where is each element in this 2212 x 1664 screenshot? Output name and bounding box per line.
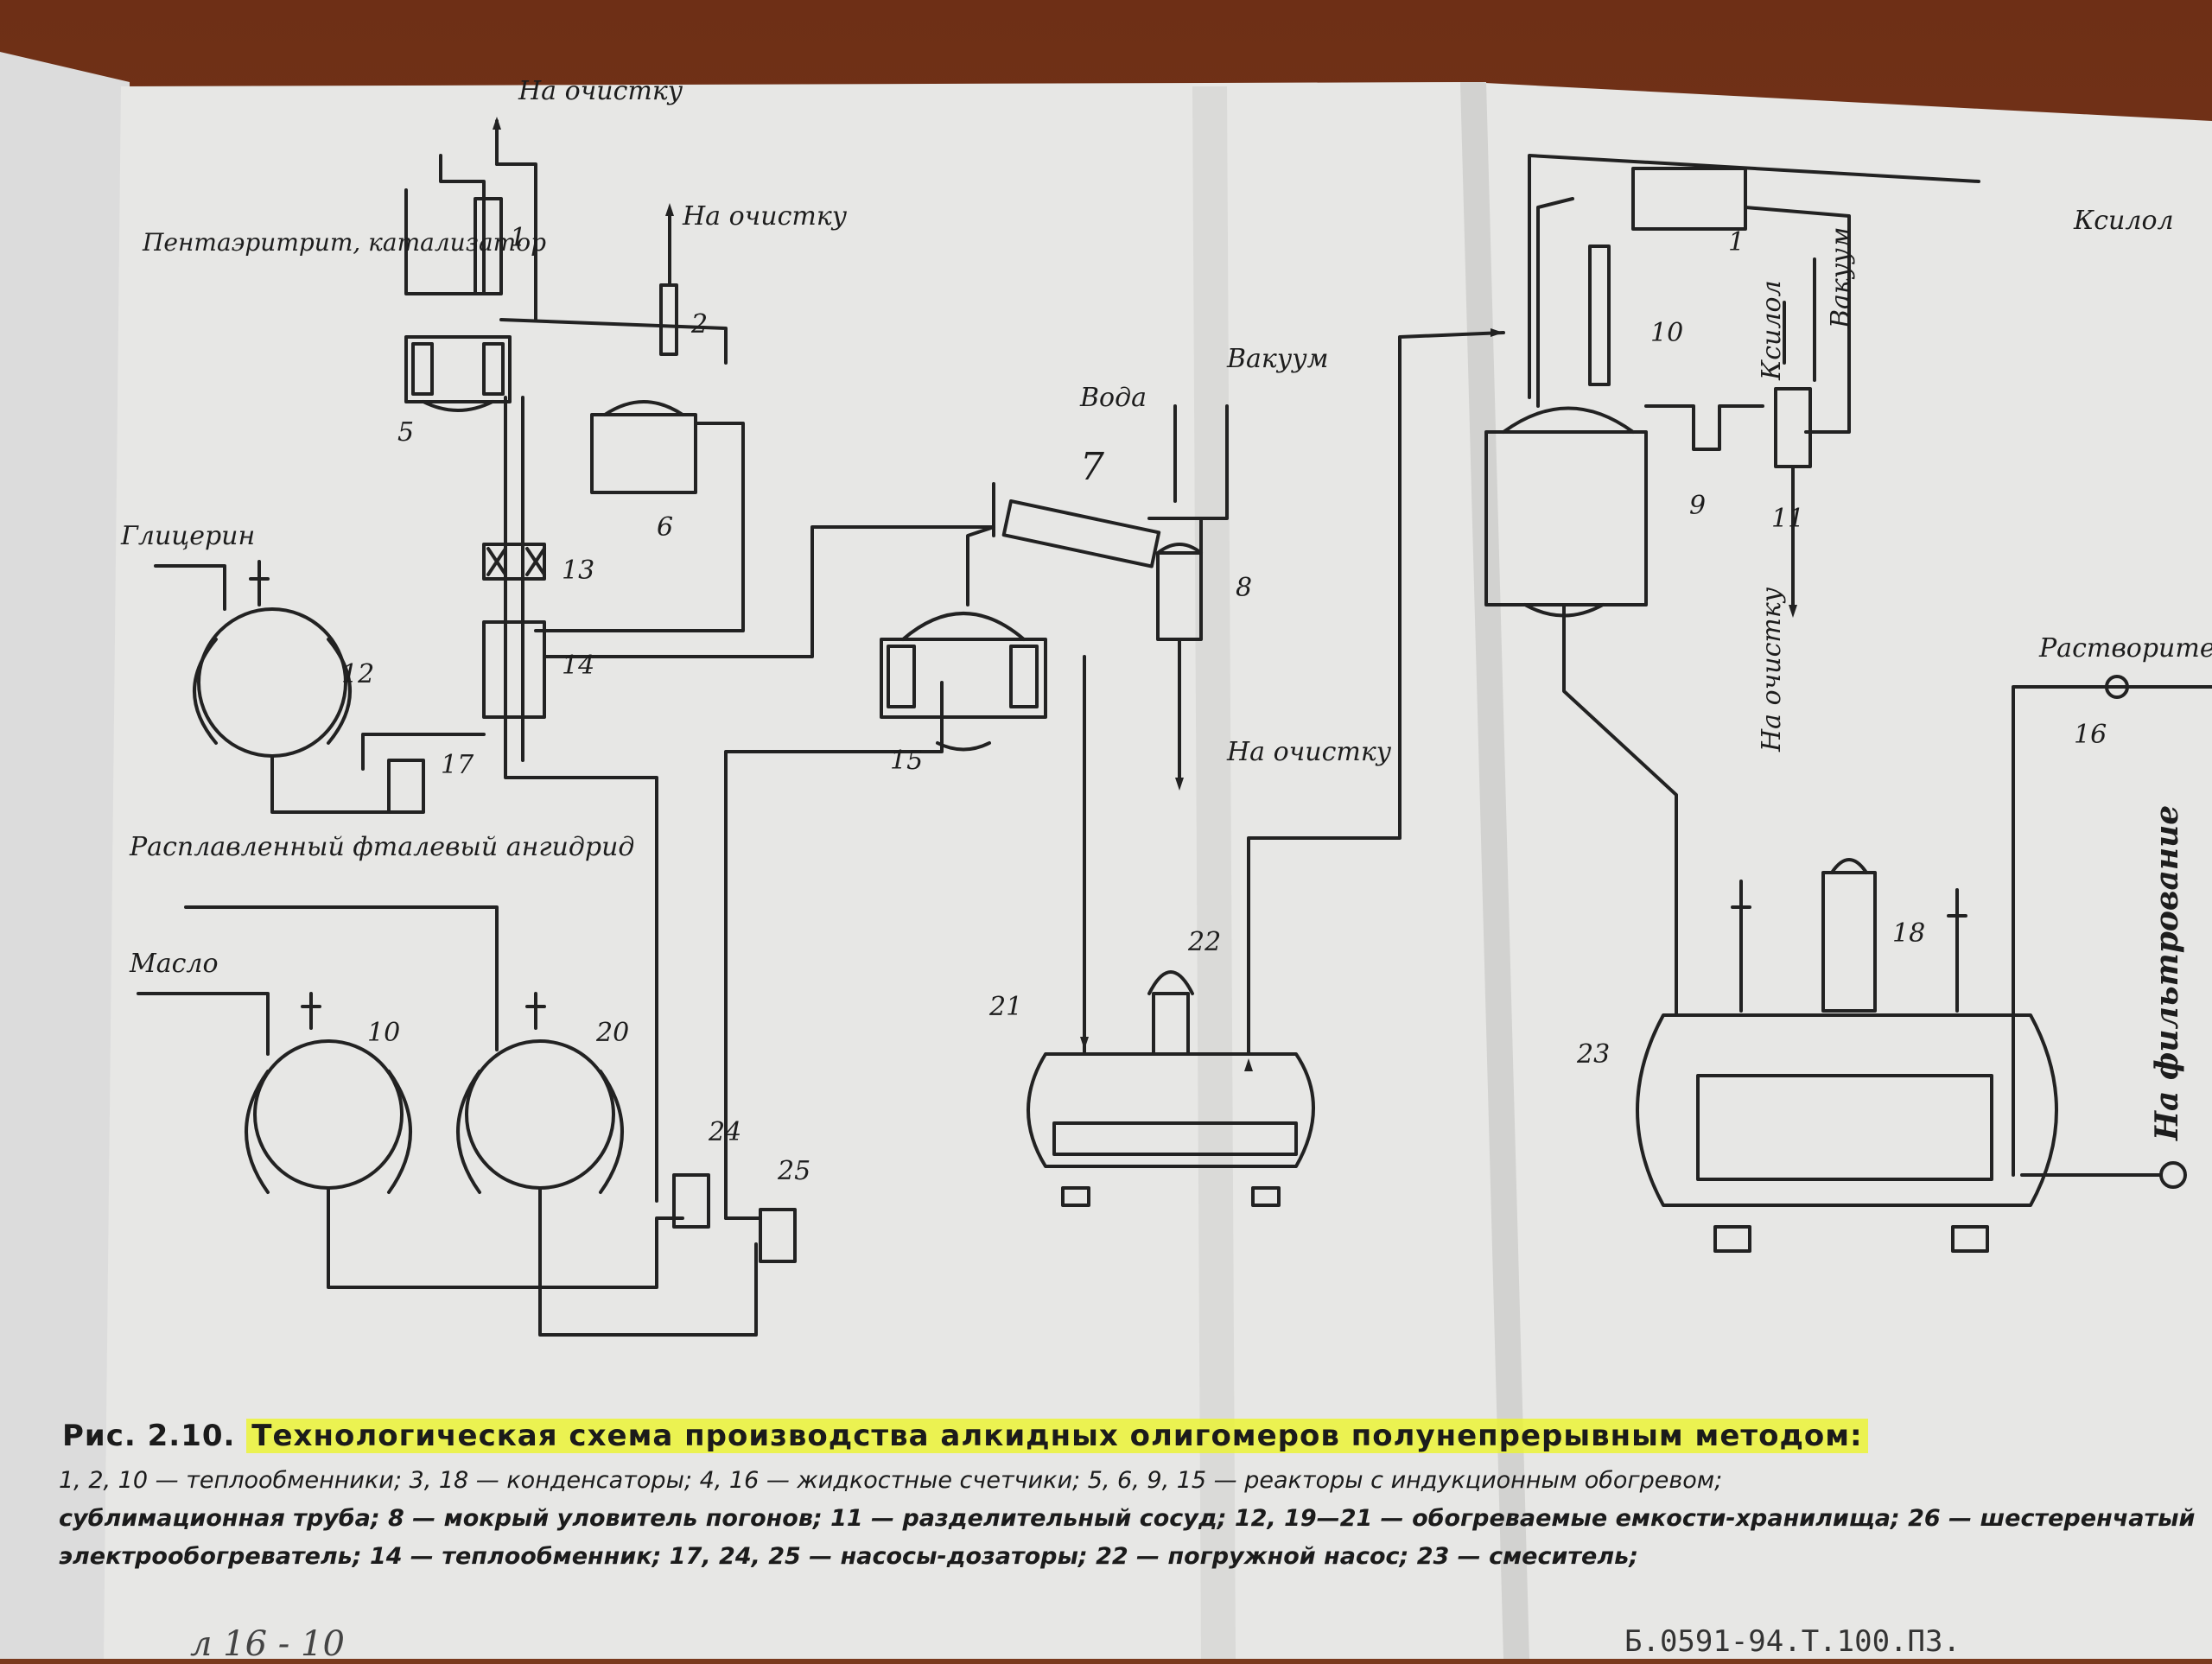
pos-11: 11 bbox=[1771, 504, 1804, 534]
stream-phthalic-anhydride: Расплавленный фталевый ангидрид bbox=[129, 832, 634, 862]
pos-17: 17 bbox=[441, 750, 474, 780]
pos-22: 22 bbox=[1187, 927, 1221, 957]
pos-12: 12 bbox=[341, 659, 374, 689]
figure-title: Технологическая схема производства алкид… bbox=[246, 1419, 1868, 1453]
pos-16: 16 bbox=[2074, 720, 2107, 750]
pump-24 bbox=[672, 1173, 710, 1229]
stream-solvent: Растворитель bbox=[2038, 633, 2212, 664]
stream-xylene: Ксилол bbox=[1757, 280, 1787, 381]
pump-17 bbox=[387, 759, 425, 814]
exchanger-13 bbox=[482, 543, 546, 581]
meter-26 bbox=[2159, 1161, 2187, 1189]
paper-page bbox=[104, 82, 2212, 1659]
caption-legend-line-2: сублимационная труба; 8 — мокрый уловите… bbox=[59, 1505, 2196, 1532]
stream-to-cleaning-top: На очистку bbox=[518, 76, 683, 106]
meter-16 bbox=[2105, 675, 2129, 699]
pos-5: 5 bbox=[397, 417, 414, 448]
pos-23: 23 bbox=[1576, 1039, 1610, 1070]
pos-1: 1 bbox=[510, 223, 526, 253]
pump-22 bbox=[1152, 992, 1190, 1056]
pos-13: 13 bbox=[562, 556, 594, 586]
stream-to-cleaning-8: На очистку bbox=[1226, 737, 1392, 767]
pos-25: 25 bbox=[777, 1156, 810, 1186]
caption-legend-line-1: 1, 2, 10 — теплообменники; 3, 18 — конде… bbox=[59, 1467, 1723, 1494]
stream-glycerin: Глицерин bbox=[120, 521, 255, 551]
condenser-18 bbox=[1821, 871, 1877, 1013]
pos-6: 6 bbox=[657, 512, 673, 543]
reactor-15 bbox=[880, 638, 1047, 719]
exchanger-14 bbox=[482, 620, 546, 719]
stream-vacuum: Вакуум bbox=[1226, 344, 1329, 374]
cooler-10 bbox=[1536, 197, 1574, 408]
sublimation-tube-7 bbox=[1001, 499, 1161, 568]
caption-legend-line-3: электрообогреватель; 14 — теплообменник;… bbox=[59, 1543, 1639, 1570]
stream-to-filtration: На фильтрование bbox=[2149, 805, 2185, 1141]
pos-18: 18 bbox=[1892, 918, 1925, 949]
stream-oil: Масло bbox=[129, 949, 219, 979]
pos-8: 8 bbox=[1236, 573, 1252, 603]
pump-25 bbox=[759, 1208, 797, 1263]
fold-shadow-right bbox=[1460, 82, 1529, 1659]
condenser-right bbox=[1631, 167, 1747, 231]
reactor-6 bbox=[590, 413, 697, 494]
pos-9: 9 bbox=[1689, 491, 1706, 521]
tank-21 bbox=[1027, 1052, 1315, 1168]
pos-10-right: 10 bbox=[1650, 318, 1683, 348]
handwritten-note: л 16 - 10 bbox=[190, 1624, 345, 1664]
mixer-23 bbox=[1636, 1013, 2058, 1207]
reactor-5 bbox=[404, 335, 512, 403]
pos-20: 20 bbox=[595, 1018, 629, 1048]
stream-pentaerythritol: Пентаэритрит, катализатор bbox=[142, 228, 546, 257]
pos-21: 21 bbox=[988, 992, 1022, 1022]
reactor-9 bbox=[1484, 430, 1648, 607]
stream-water: Вода bbox=[1079, 383, 1147, 413]
pos-14: 14 bbox=[562, 651, 594, 681]
condenser-1 bbox=[404, 154, 486, 295]
document-code: Б.0591-94.Т.100.ПЗ. bbox=[1624, 1624, 1961, 1659]
pos-1-right: 1 bbox=[1728, 227, 1745, 257]
pos-15: 15 bbox=[890, 746, 923, 776]
pos-7: 7 bbox=[1080, 445, 1104, 489]
fold-shadow-left bbox=[1192, 86, 1236, 1659]
stream-xylene-top: Ксилол bbox=[2073, 206, 2174, 236]
stream-to-cleaning-2: На очистку bbox=[682, 201, 848, 232]
pos-2: 2 bbox=[690, 309, 708, 340]
figure-number: Рис. 2.10. bbox=[62, 1419, 236, 1453]
figure-caption-title: Рис. 2.10. Технологическая схема произво… bbox=[62, 1419, 1868, 1453]
stream-to-cleaning-11: На очистку bbox=[1757, 587, 1787, 753]
pos-24: 24 bbox=[708, 1117, 741, 1147]
pos-19: 10 bbox=[367, 1018, 400, 1048]
stream-vacuum-right: Вакуум bbox=[1826, 226, 1856, 329]
